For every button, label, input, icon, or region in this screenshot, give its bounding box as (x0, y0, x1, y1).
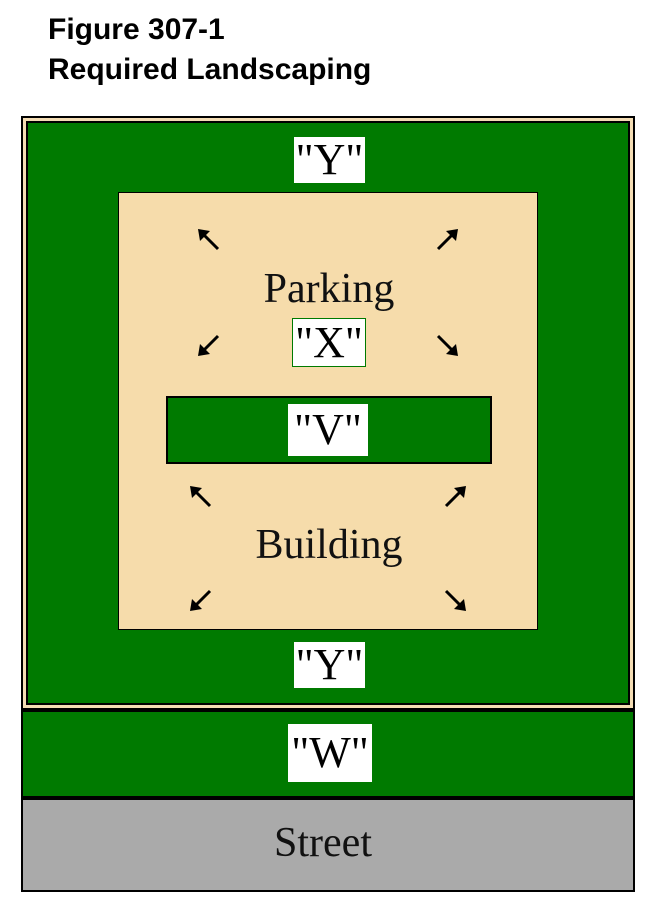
arrow-up-left-icon (198, 229, 220, 251)
label-w: "W" (288, 724, 372, 782)
label-v: "V" (288, 404, 368, 456)
figure-title: Required Landscaping (48, 53, 372, 86)
arrow-down-left-icon (198, 334, 220, 356)
arrow-down-left-icon (190, 589, 212, 611)
label-y-top: "Y" (294, 135, 365, 184)
street-area (21, 798, 635, 892)
figure-number: Figure 307-1 (48, 13, 225, 46)
street-label: Street (274, 820, 372, 866)
arrow-down-right-icon (444, 589, 466, 611)
arrow-up-left-icon (190, 486, 212, 508)
arrow-up-right-icon (436, 229, 458, 251)
label-x: "X" (292, 318, 366, 367)
building-label: Building (255, 522, 403, 568)
parking-label: Parking (263, 266, 395, 312)
arrow-down-right-icon (436, 334, 458, 356)
label-y-bottom: "Y" (294, 640, 365, 689)
arrow-up-right-icon (444, 486, 466, 508)
